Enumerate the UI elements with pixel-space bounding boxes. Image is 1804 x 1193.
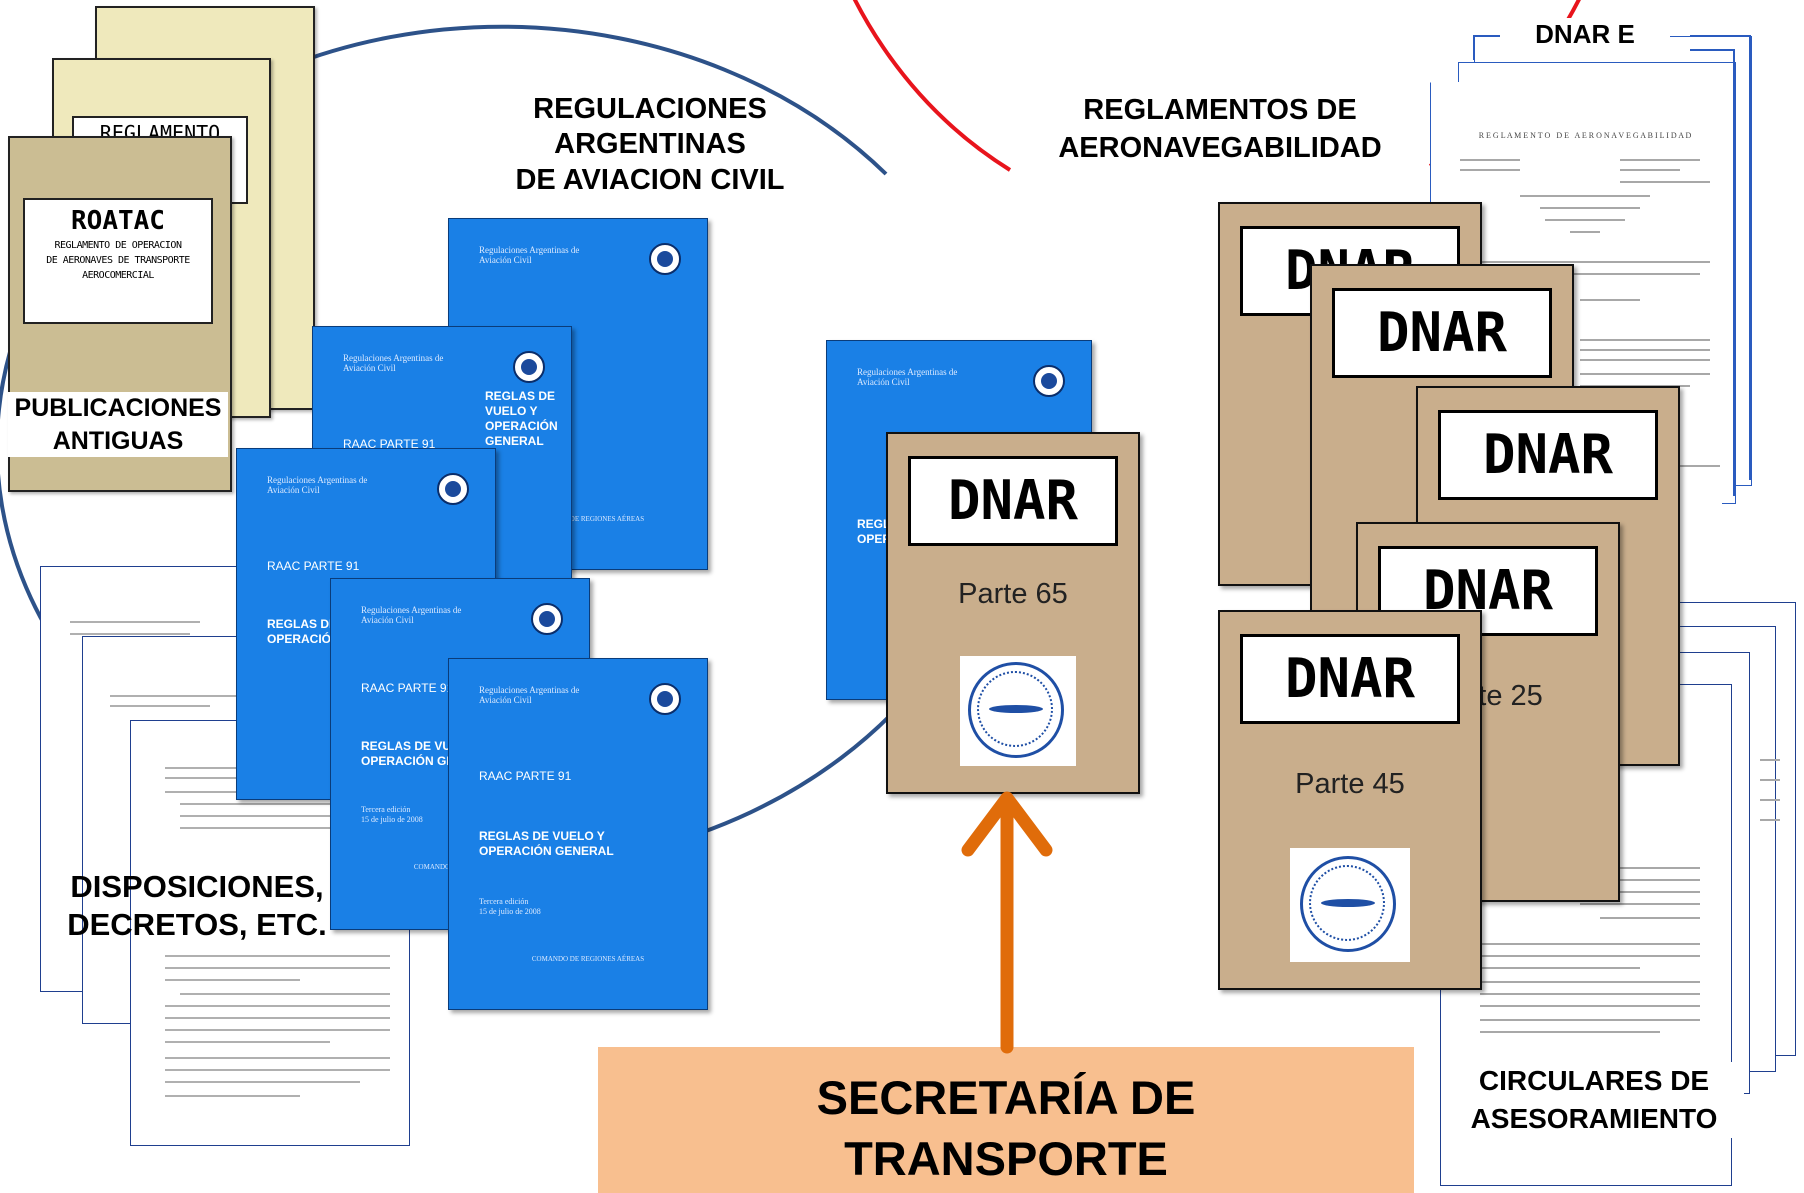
up-arrow-icon xyxy=(961,791,1053,1054)
dnar-e-page-text: R E G L A M E N T O D E A E R O N A V E … xyxy=(1478,131,1692,140)
dnar-e-label: DNAR E xyxy=(1500,18,1670,52)
dnar-title: DNAR xyxy=(1332,288,1552,378)
dnar-65-title: DNAR xyxy=(908,456,1118,546)
roatac-title-box: ROATAC REGLAMENTO DE OPERACION DE AERONA… xyxy=(23,198,213,324)
secretaria-banner: SECRETARÍA DE TRANSPORTE xyxy=(598,1047,1414,1193)
raac-book-5-title: REGLAS DE VUELO Y OPERACIÓN GENERAL xyxy=(479,829,614,858)
raac-book-3-publisher: Regulaciones Argentinas de Aviación Civi… xyxy=(267,475,368,496)
raac-book-2-title: REGLAS DE VUELO Y OPERACIÓN GENERAL xyxy=(485,389,558,448)
dnar-title: DNAR xyxy=(1438,410,1658,500)
dnar-seal-icon xyxy=(960,656,1076,766)
raac-seal-icon xyxy=(437,473,469,505)
raac-book-5-publisher: Regulaciones Argentinas de Aviación Civi… xyxy=(479,685,580,706)
dnar-book-parte-45: DNAR Parte 45 xyxy=(1218,610,1482,990)
circulares-label: CIRCULARES DE ASESORAMIENTO xyxy=(1444,1062,1744,1138)
raac-book-3-part: RAAC PARTE 91 xyxy=(267,559,360,573)
raac-seal-icon xyxy=(1033,365,1065,397)
disposiciones-label: DISPOSICIONES, DECRETOS, ETC. xyxy=(67,869,327,942)
raac-book-4-publisher: Regulaciones Argentinas de Aviación Civi… xyxy=(361,605,462,626)
raac-book-2-publisher: Regulaciones Argentinas de Aviación Civi… xyxy=(343,353,444,374)
dnar-seal-icon xyxy=(1290,848,1410,962)
raac-book-2-part: RAAC PARTE 91 xyxy=(343,437,436,451)
raac-book-4-part: RAAC PARTE 91 xyxy=(361,681,454,695)
center-blue-book-publisher: Regulaciones Argentinas de Aviación Civi… xyxy=(857,367,958,388)
dnar-45-title: DNAR xyxy=(1240,634,1460,724)
dnar-65-part: Parte 65 xyxy=(958,578,1068,610)
dnar-45-part: Parte 45 xyxy=(1295,768,1405,800)
raac-book-5: Regulaciones Argentinas de Aviación Civi… xyxy=(448,658,708,1010)
secretaria-label: SECRETARÍA DE TRANSPORTE xyxy=(816,1071,1196,1186)
raac-book-5-part: RAAC PARTE 91 xyxy=(479,769,572,783)
raac-seal-icon xyxy=(513,351,545,383)
raac-seal-icon xyxy=(649,243,681,275)
dnar-book-parte-65: DNAR Parte 65 xyxy=(886,432,1140,794)
roatac-title: ROATAC xyxy=(71,206,165,236)
raac-book-5-edition: Tercera edición 15 de julio de 2008 xyxy=(479,897,541,916)
raac-book-1-publisher: Regulaciones Argentinas de Aviación Civi… xyxy=(479,245,580,266)
raac-seal-icon xyxy=(649,683,681,715)
raac-book-1-command: COMANDO DE REGIONES AÉREAS xyxy=(531,515,645,523)
raac-seal-icon xyxy=(531,603,563,635)
raac-book-4-edition: Tercera edición 15 de julio de 2008 xyxy=(361,805,423,824)
raac-book-5-command: COMANDO DE REGIONES AÉREAS xyxy=(531,955,645,963)
publicaciones-antiguas-label: PUBLICACIONES ANTIGUAS xyxy=(8,392,228,457)
raac-label: REGULACIONES ARGENTINAS DE AVIACION CIVI… xyxy=(515,93,785,196)
reglamentos-label: REGLAMENTOS DE AERONAVEGABILIDAD xyxy=(1058,94,1382,164)
roatac-subtitle: REGLAMENTO DE OPERACION DE AERONAVES DE … xyxy=(46,240,190,281)
